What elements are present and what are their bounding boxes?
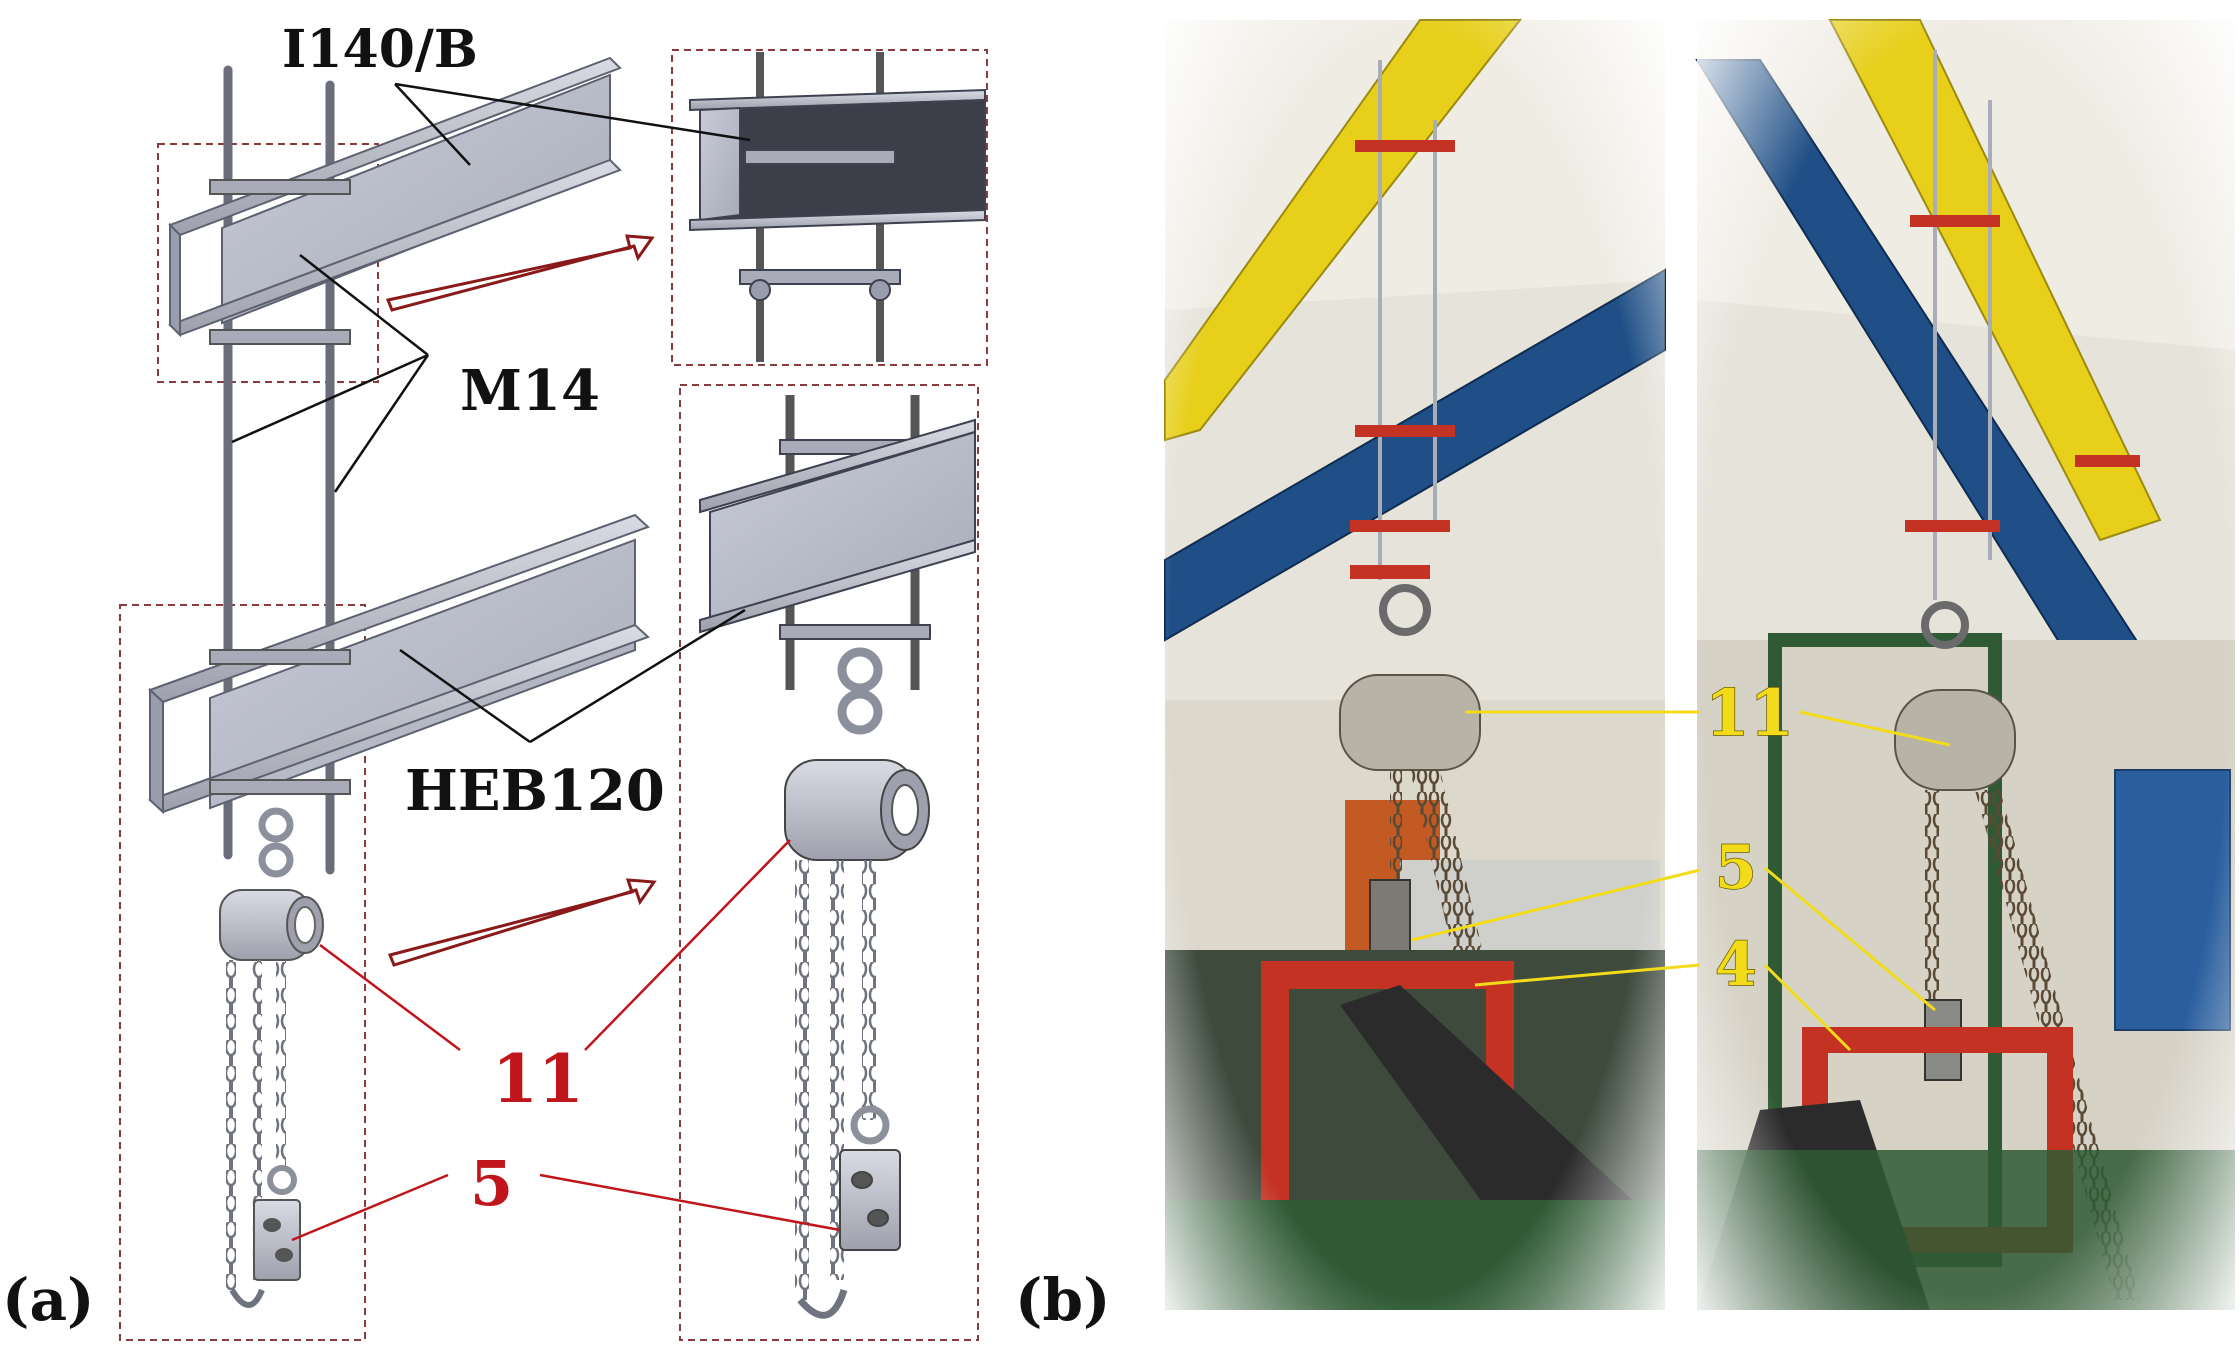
photo-label-item-4: 4 [1715, 930, 1757, 1000]
top-clamps [209, 179, 351, 345]
arrow-top-detail [385, 234, 655, 312]
detail-frames [119, 49, 988, 1341]
photo-label-loadcell-5: 5 [1715, 833, 1757, 903]
chain-hoist-main [219, 807, 324, 1308]
label-i140b: I140/B [282, 19, 478, 80]
frame-bottom-right [679, 384, 979, 1341]
arrow-bottom-detail [387, 878, 657, 967]
chain-hoist-detail [784, 647, 930, 1319]
photo-label-hoist-11: 11 [1705, 676, 1794, 751]
label-loadcell-5: 5 [470, 1147, 513, 1220]
leaders-yellow [1411, 710, 1951, 1052]
leaders-black [231, 82, 751, 744]
heb120-beam-detail [699, 395, 976, 690]
frame-top-right [671, 49, 988, 366]
i140b-beam-main [168, 56, 622, 338]
photo-left [1164, 19, 1666, 1310]
panel-label-b: (b) [1015, 1266, 1110, 1334]
label-heb120: HEB120 [405, 758, 665, 824]
photo-right [1695, 19, 2235, 1310]
leaders-red [291, 839, 841, 1242]
label-m14: M14 [460, 358, 600, 424]
panel-label-a: (a) [2, 1266, 94, 1334]
lower-clamps [209, 649, 351, 795]
frame-bottom-left [119, 604, 366, 1341]
frame-top-left [157, 143, 379, 383]
i140b-beam-detail [689, 52, 986, 362]
panel-a: I140/B M14 HEB120 11 5 (a) [2, 19, 988, 1341]
label-hoist-11: 11 [492, 1040, 584, 1118]
detail-arrows [385, 234, 657, 967]
